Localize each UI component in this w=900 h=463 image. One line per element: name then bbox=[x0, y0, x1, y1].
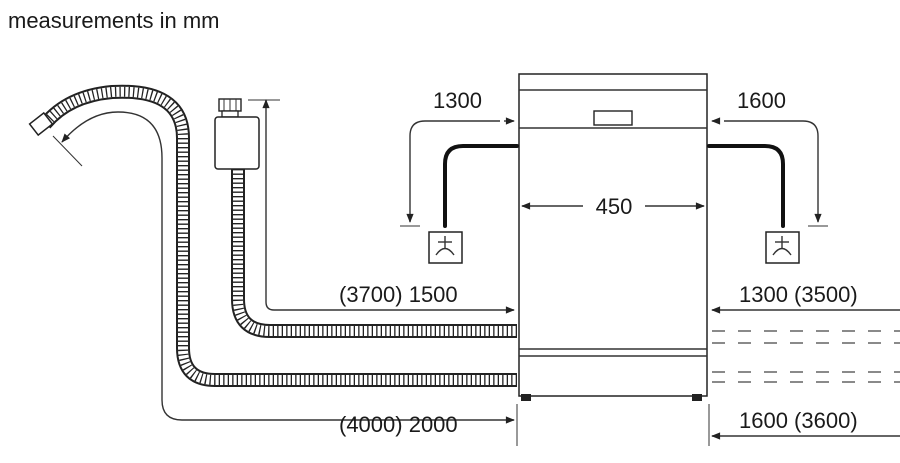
right-bottom-dimension: 1600 (3600) bbox=[711, 408, 900, 440]
aquastop-valve-icon bbox=[214, 98, 260, 170]
right-dashed-lines bbox=[712, 330, 900, 383]
dishwasher-body bbox=[518, 73, 708, 401]
right-top-label: 1600 bbox=[737, 88, 786, 113]
left-connection: 1300 bbox=[400, 88, 519, 264]
left-top-label: 1300 bbox=[433, 88, 482, 113]
right-middle-label: 1300 (3500) bbox=[739, 282, 858, 307]
width-label: 450 bbox=[596, 194, 633, 219]
width-dimension: 450 bbox=[521, 194, 705, 219]
left-bottom-label: (4000) 2000 bbox=[339, 412, 458, 437]
right-connection: 1600 bbox=[707, 88, 828, 264]
right-bottom-label: 1600 (3600) bbox=[739, 408, 858, 433]
page-title: measurements in mm bbox=[8, 8, 220, 33]
drain-hose-dimension-line bbox=[61, 111, 515, 424]
right-tap-icon bbox=[765, 231, 800, 264]
control-panel-display bbox=[593, 110, 633, 126]
foot-left bbox=[521, 394, 531, 401]
right-middle-dimension: 1300 (3500) bbox=[711, 282, 900, 314]
left-middle-label: (3700) 1500 bbox=[339, 282, 458, 307]
supply-hose-dimension-line bbox=[248, 99, 515, 314]
foot-right bbox=[692, 394, 702, 401]
left-tap-icon bbox=[428, 231, 463, 264]
